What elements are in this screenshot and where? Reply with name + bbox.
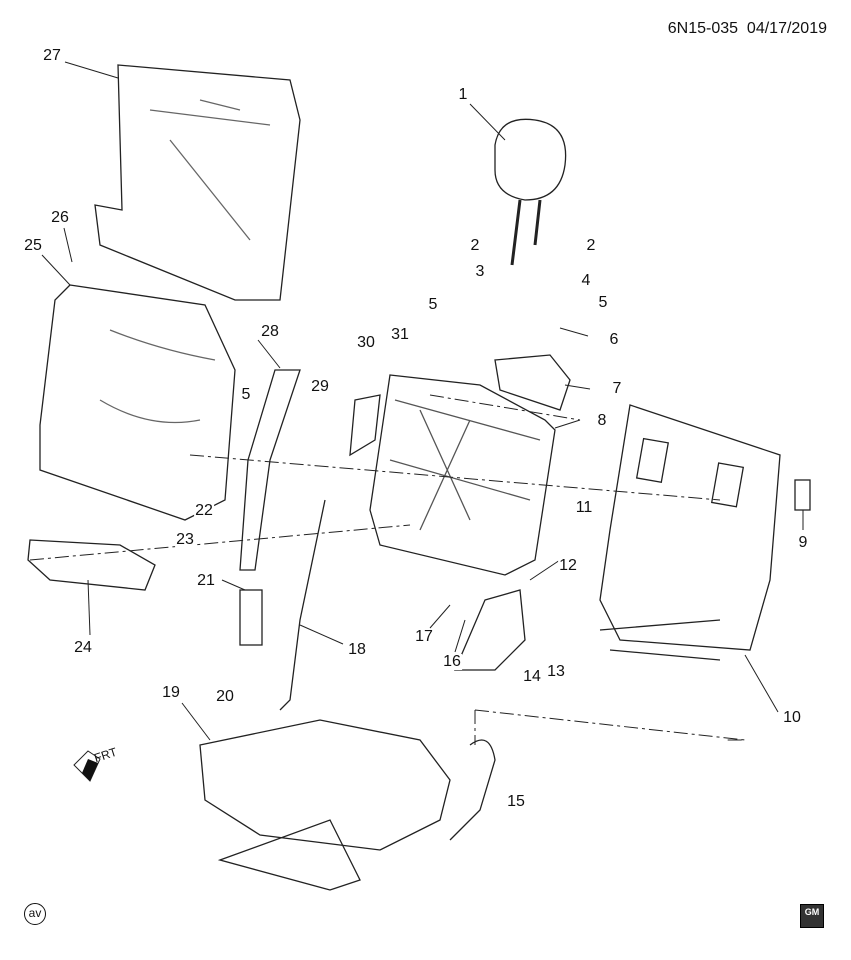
callout-3: 3 (474, 263, 486, 280)
part-30-recliner (349, 394, 381, 457)
callout-12: 12 (558, 557, 578, 574)
callout-31: 31 (390, 326, 410, 343)
callout-9: 9 (797, 534, 809, 551)
callout-5: 5 (427, 296, 439, 313)
diagram-date: 04/17/2019 (746, 20, 827, 37)
callout-16: 16 (442, 653, 462, 670)
callout-11: 11 (574, 499, 594, 516)
diagram-id: 6N15-035 (667, 20, 739, 37)
callout-24: 24 (73, 639, 93, 656)
callout-18: 18 (347, 641, 367, 658)
callout-20: 20 (215, 688, 235, 705)
part-10-back-panel (599, 404, 781, 651)
leader-lines (29, 61, 804, 745)
part-27-seatback-cover (94, 64, 301, 301)
part-14-bracket (454, 589, 526, 671)
callout-8: 8 (596, 412, 608, 429)
callout-14: 14 (522, 668, 542, 685)
callout-7: 7 (611, 380, 623, 397)
part-8-seatback-frame (369, 374, 556, 576)
callout-17: 17 (414, 628, 434, 645)
callout-15: 15 (506, 793, 526, 810)
callout-26: 26 (50, 209, 70, 226)
callout-13: 13 (546, 663, 566, 680)
callout-5b: 5 (597, 294, 609, 311)
callout-1: 1 (457, 86, 469, 103)
part-19-seat-cushion (199, 719, 451, 851)
callout-23: 23 (175, 531, 195, 548)
callout-30: 30 (356, 334, 376, 351)
diagram-header: 6N15-035 04/17/2019 (668, 20, 827, 38)
part-1-headrest (494, 118, 567, 201)
callout-27: 27 (42, 47, 62, 64)
part-21-buckle (239, 589, 263, 646)
part-9-clip (794, 479, 811, 511)
callout-21: 21 (196, 572, 216, 589)
gm-logo: GM (800, 904, 824, 928)
part-24-armrest (27, 539, 156, 591)
callout-29: 29 (310, 378, 330, 395)
callout-22: 22 (194, 502, 214, 519)
callout-5c: 5 (240, 386, 252, 403)
part-7-bezel (494, 354, 571, 411)
callout-19: 19 (161, 684, 181, 701)
callout-6: 6 (608, 331, 620, 348)
callout-25: 25 (23, 237, 43, 254)
av-badge: av (24, 903, 46, 925)
part-18-cable (279, 499, 326, 711)
front-arrow-icon (73, 750, 101, 782)
callout-2b: 2 (585, 237, 597, 254)
callout-2: 2 (469, 237, 481, 254)
part-25-seatback-pad (39, 284, 236, 521)
callout-28: 28 (260, 323, 280, 340)
callout-4: 4 (580, 272, 592, 289)
callout-10: 10 (782, 709, 802, 726)
